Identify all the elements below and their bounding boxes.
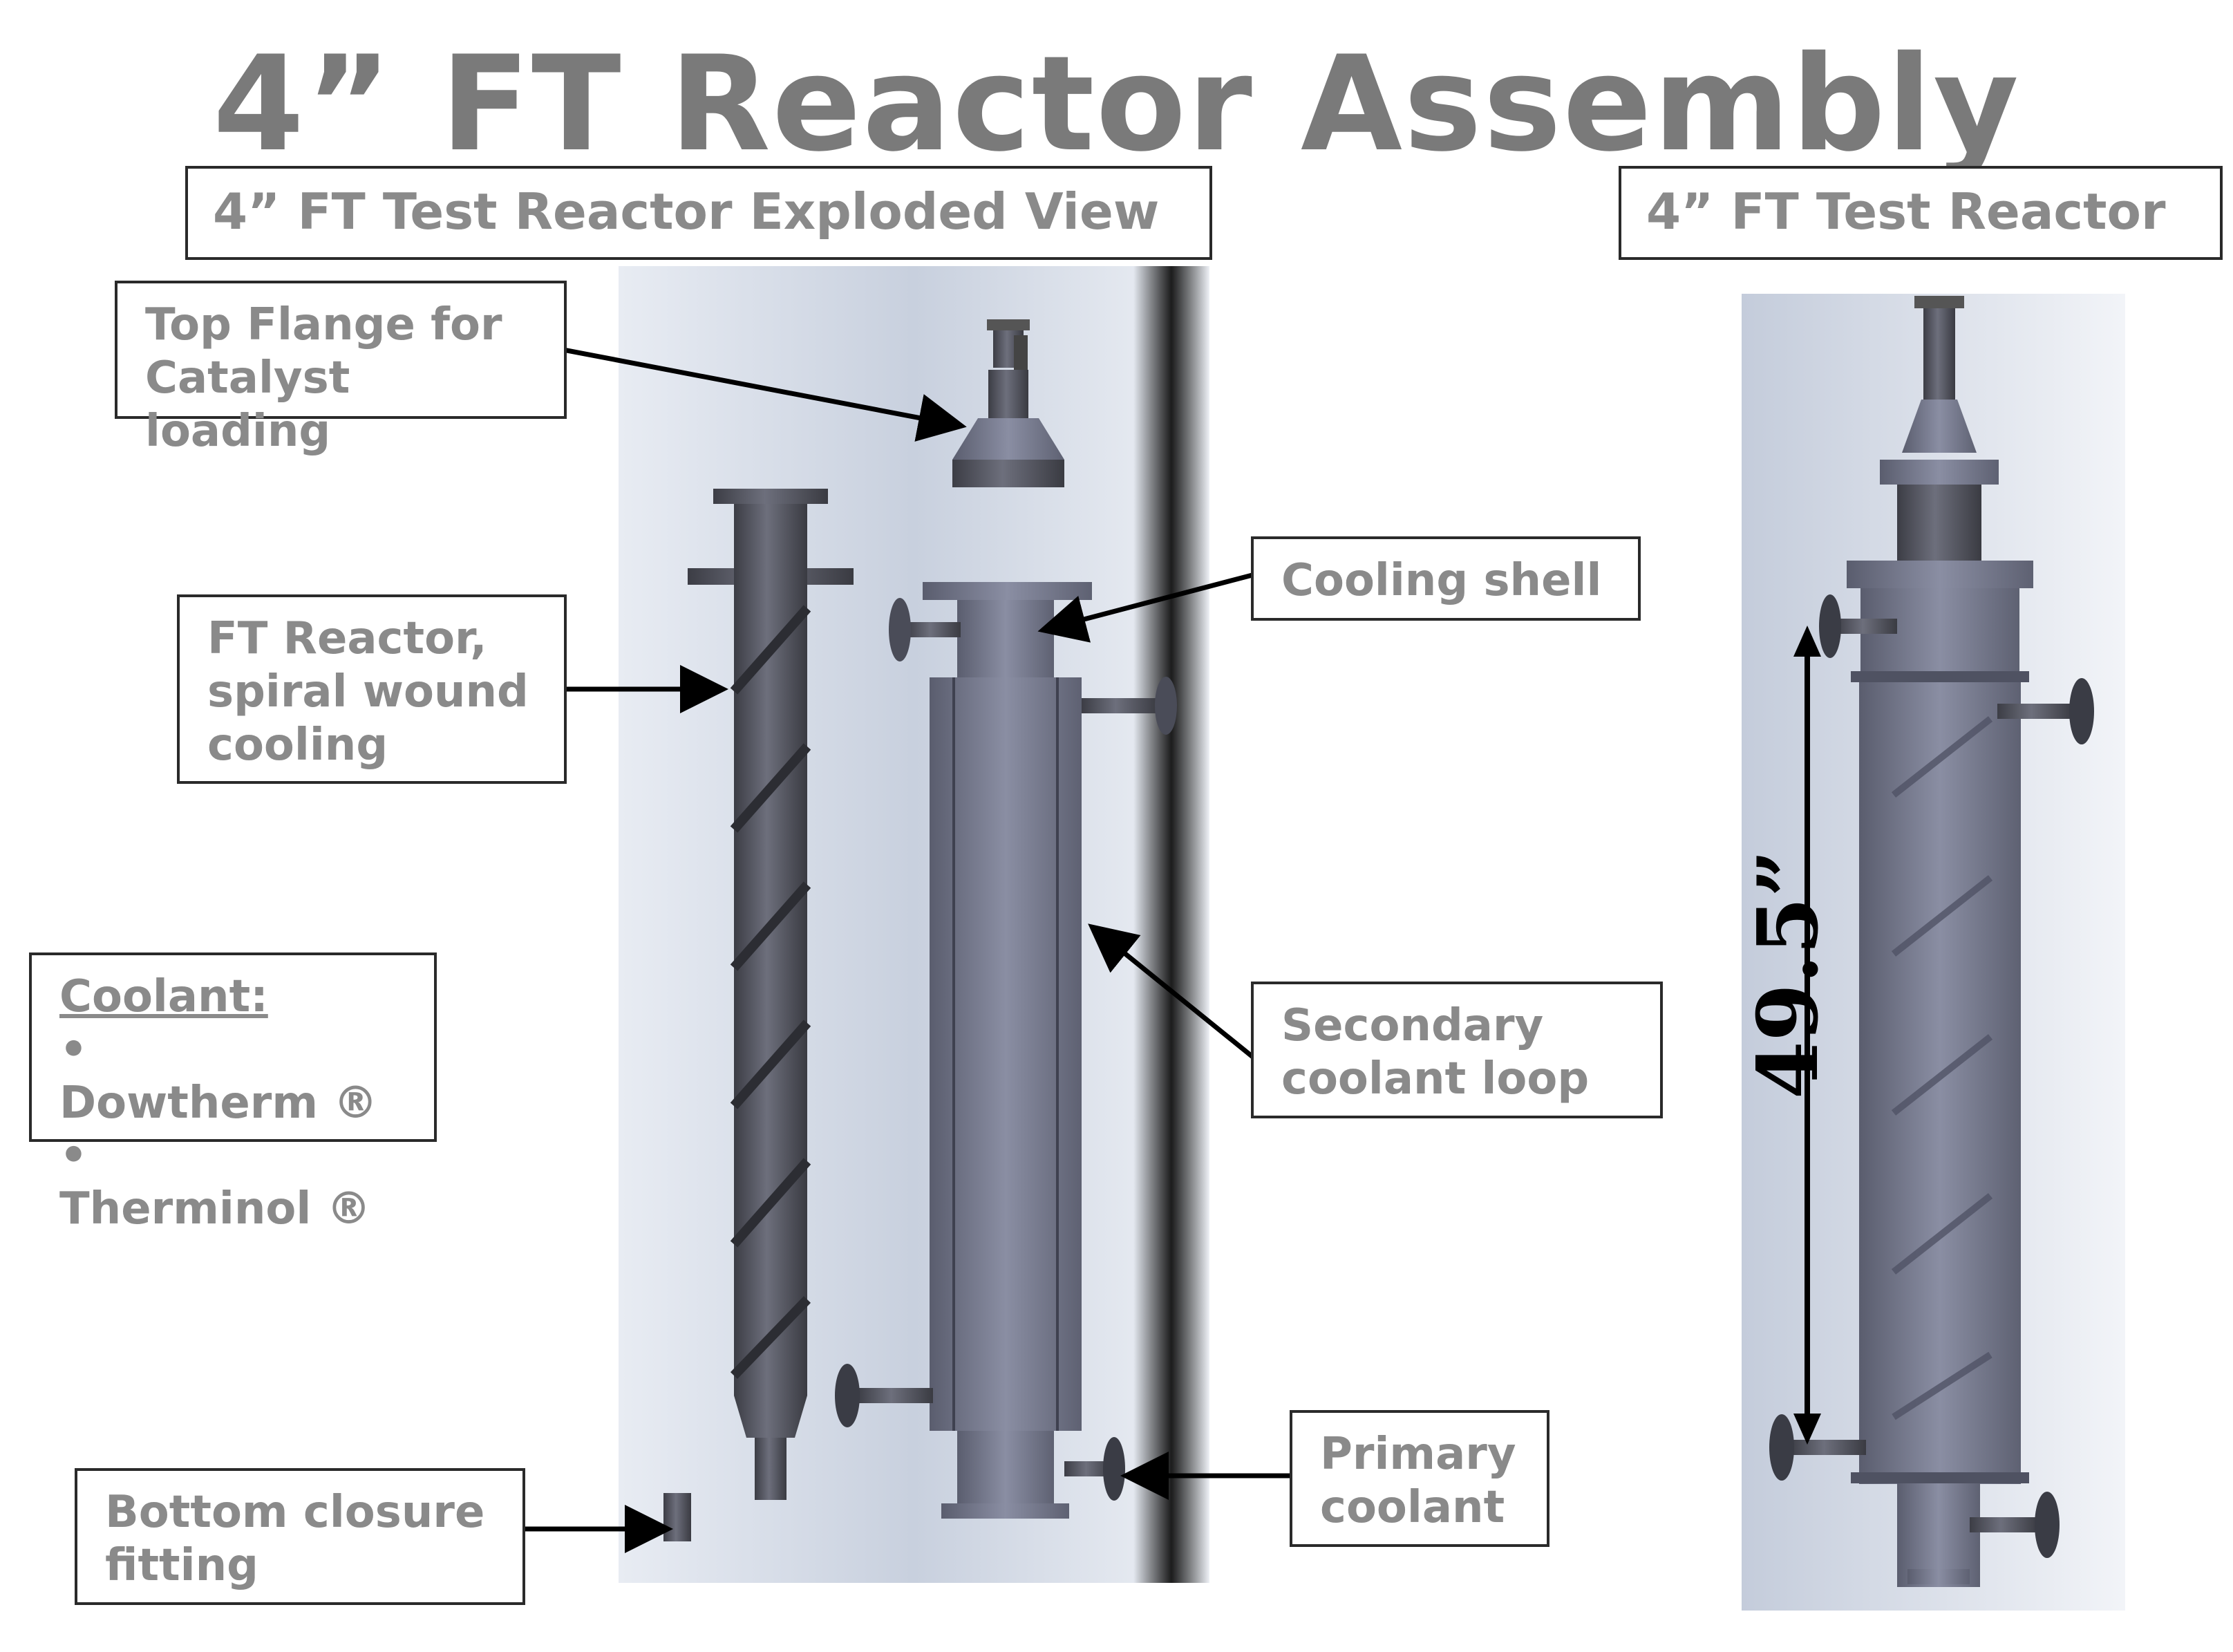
bottom-line1: Bottom closure <box>105 1487 485 1538</box>
secondary-coolant-label: Secondary coolant loop <box>1251 982 1663 1118</box>
primary-coolant-label: Primary coolant <box>1290 1410 1549 1547</box>
coolant-item-2: Therminol ® <box>59 1183 371 1235</box>
coolant-title: Coolant: <box>59 971 268 1022</box>
cooling-shell-text: Cooling shell <box>1281 555 1602 606</box>
assembled-view-header: 4” FT Test Reactor <box>1619 166 2223 260</box>
cooling-shell-label: Cooling shell <box>1251 536 1641 621</box>
primary-line1: Primary <box>1320 1429 1516 1480</box>
secondary-line2: coolant loop <box>1281 1053 1590 1105</box>
ft-reactor-label: FT Reactor, spiral wound cooling <box>177 594 567 784</box>
arrow-cooling-shell <box>1037 572 1253 643</box>
top-flange-line1: Top Flange for <box>145 299 502 350</box>
top-flange-label: Top Flange for Catalyst loading <box>115 281 567 457</box>
leader-arrows <box>523 347 1292 1553</box>
top-flange-line2: Catalyst loading <box>145 352 350 457</box>
arrow-top-flange <box>563 347 967 442</box>
secondary-line1: Secondary <box>1281 1000 1544 1051</box>
ft-reactor-line3: cooling <box>207 719 388 771</box>
ft-reactor-line2: spiral wound <box>207 666 529 717</box>
dimension-label: 49.5” <box>1740 849 1837 1099</box>
page-title: 4” FT Reactor Assembly <box>212 28 2021 180</box>
assembled-view-header-text: 4” FT Test Reactor <box>1646 182 2166 241</box>
coolant-item-1: Dowtherm ® <box>59 1077 378 1129</box>
exploded-view-header: 4” FT Test Reactor Exploded View <box>185 166 1212 260</box>
primary-line2: coolant <box>1320 1481 1505 1533</box>
panel-shadow <box>1133 266 1209 1583</box>
ft-reactor-part <box>688 489 854 1500</box>
dimension-line <box>1793 626 1821 1445</box>
bottom-line2: fitting <box>105 1539 258 1591</box>
coolant-item: •Dowtherm ® <box>59 1024 406 1130</box>
bottom-closure-label: Bottom closure fitting <box>75 1468 525 1605</box>
bottom-fitting-part <box>663 1493 691 1541</box>
assembled-reactor-part <box>1769 296 2094 1587</box>
coolant-label: Coolant: •Dowtherm ® •Therminol ® <box>29 952 437 1235</box>
cooling-shell-part <box>835 582 1177 1519</box>
top-flange-part <box>952 319 1064 487</box>
exploded-view-header-text: 4” FT Test Reactor Exploded View <box>213 182 1160 241</box>
ft-reactor-line1: FT Reactor, <box>207 613 487 664</box>
exploded-panel <box>619 266 1209 1583</box>
arrow-secondary <box>1088 923 1260 1063</box>
coolant-item: •Therminol ® <box>59 1129 406 1236</box>
